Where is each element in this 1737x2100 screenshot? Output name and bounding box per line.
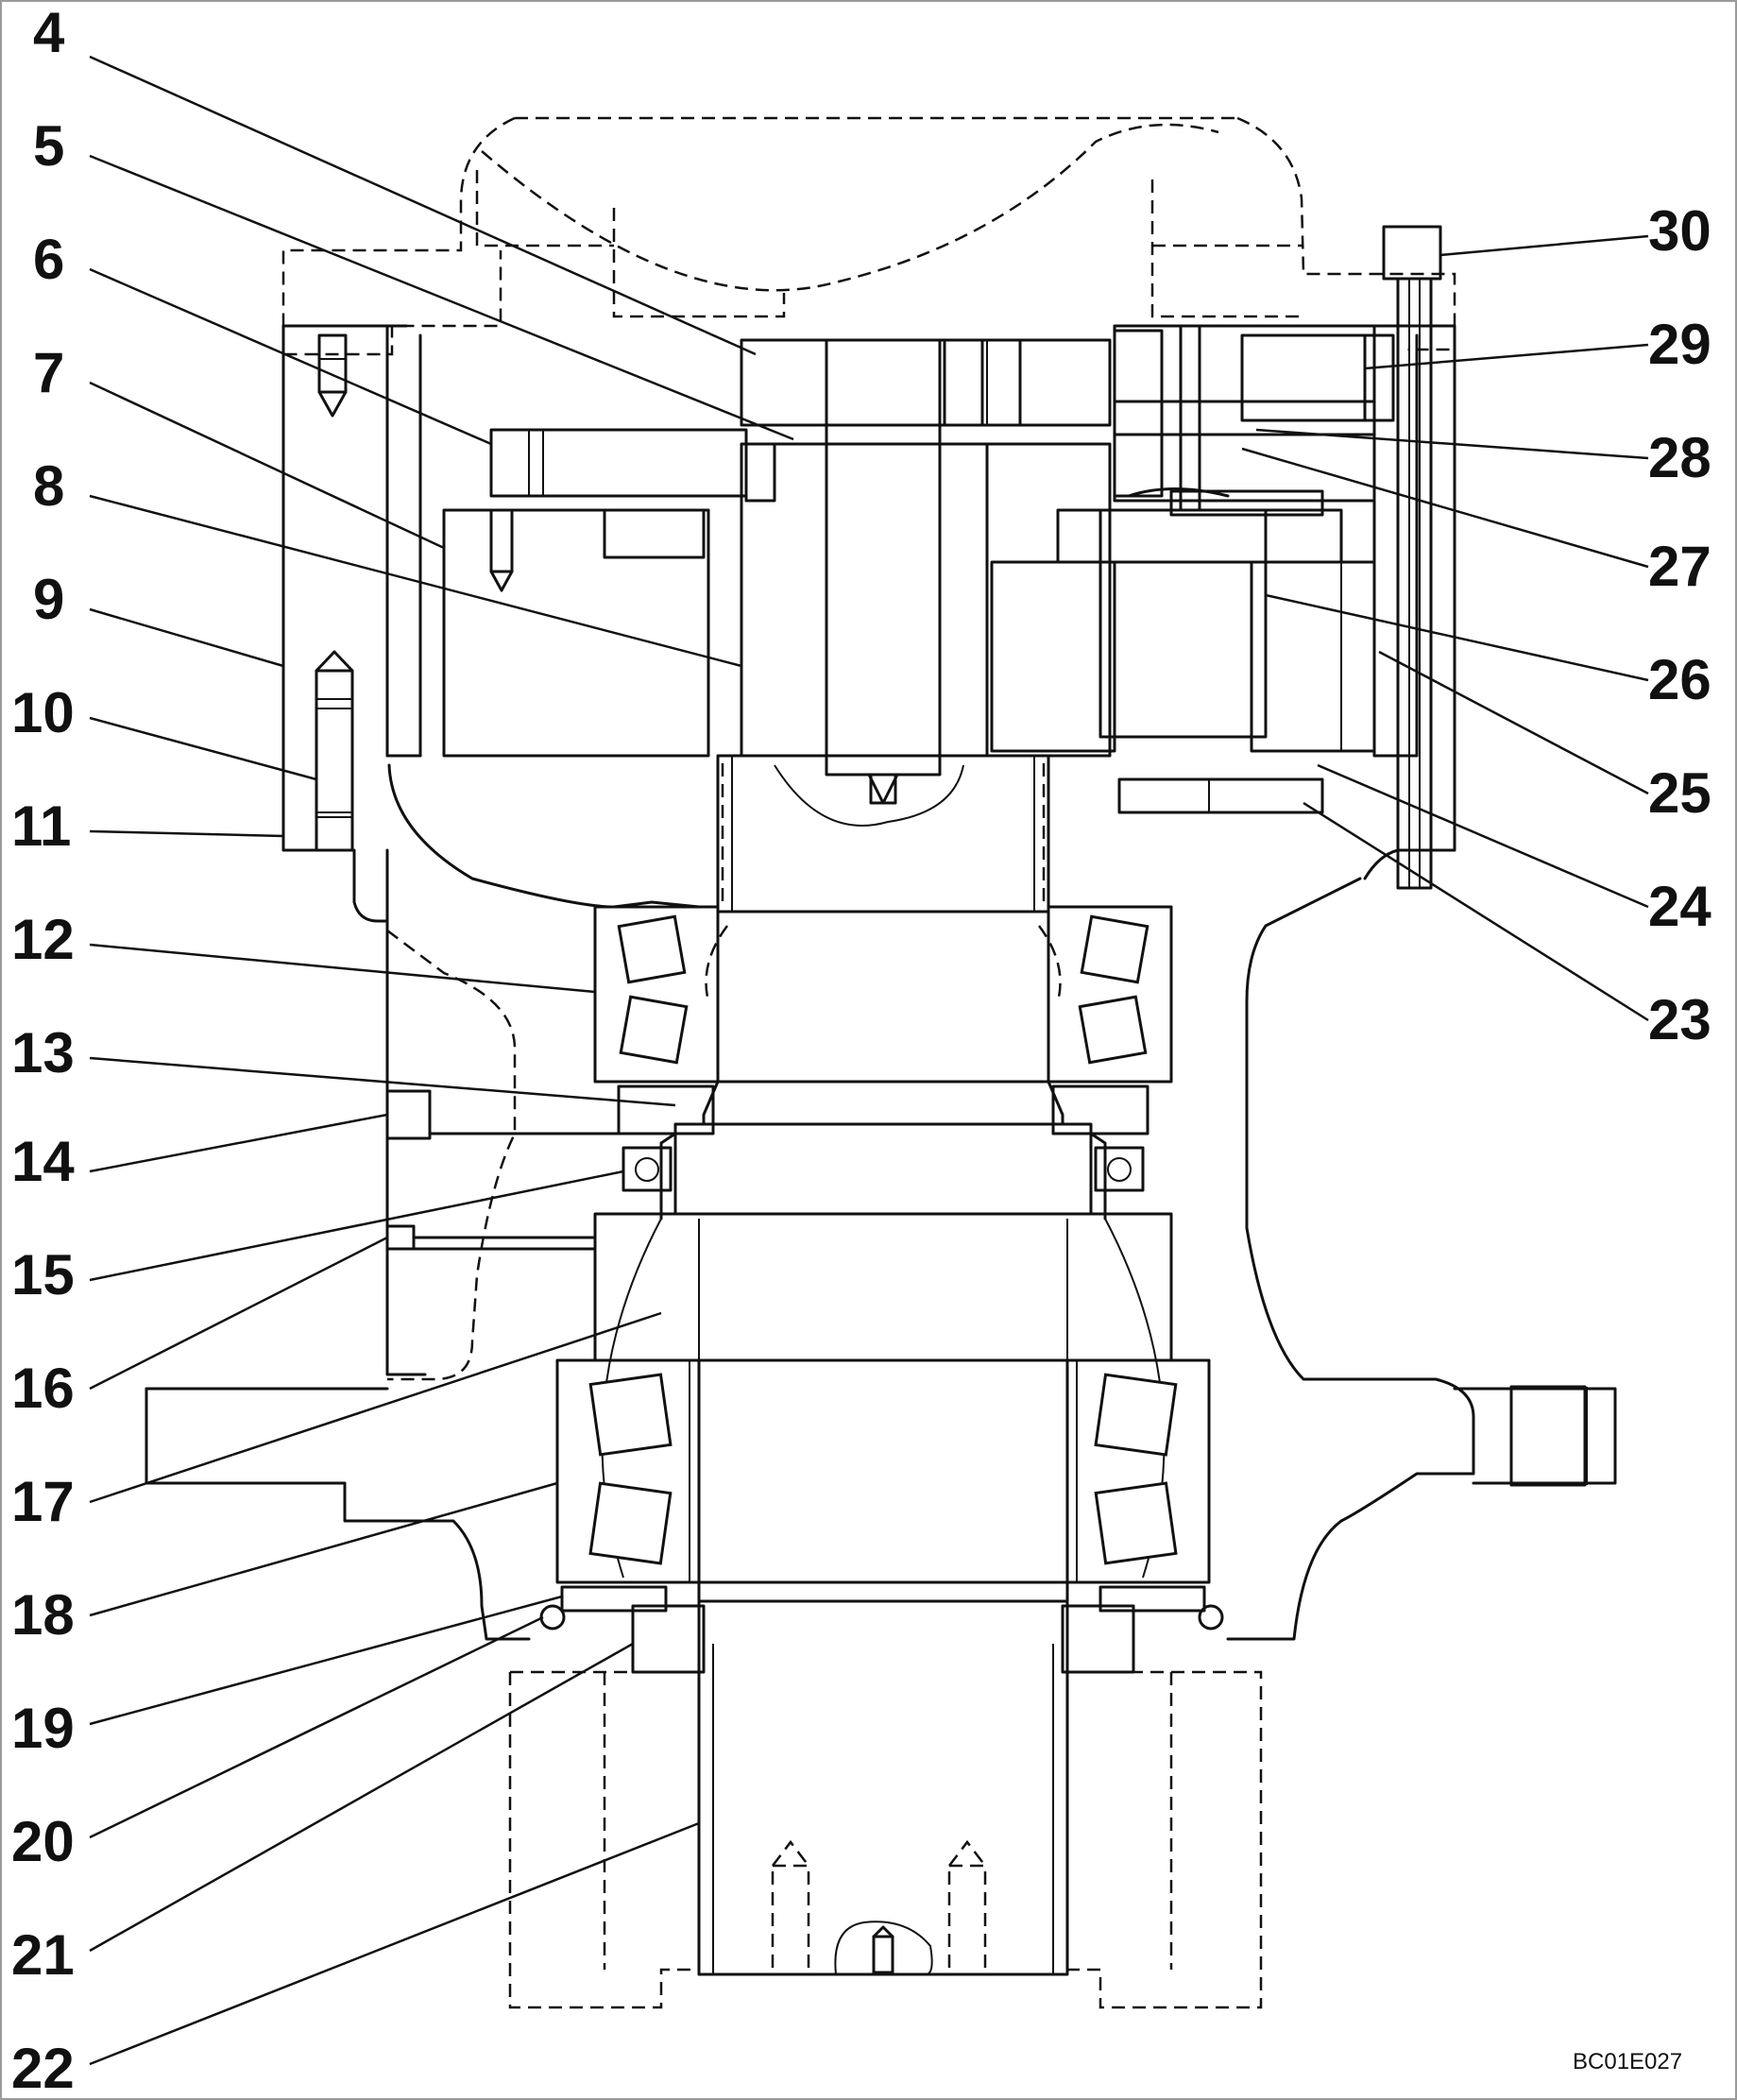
callout-20: 20 <box>11 1810 75 1873</box>
callout-23: 23 <box>1648 988 1711 1051</box>
callout-15: 15 <box>11 1243 75 1306</box>
planet-gear-assembly <box>442 324 1395 814</box>
callout-6: 6 <box>33 228 64 291</box>
callout-16: 16 <box>11 1357 75 1420</box>
central-shaft <box>716 423 1050 913</box>
housing-pins <box>315 333 514 852</box>
inner-dashed-outline <box>386 930 517 1381</box>
pinion-shaft <box>508 1599 1263 2009</box>
callout-7: 7 <box>33 341 64 404</box>
callout-30: 30 <box>1648 199 1711 263</box>
callout-13: 13 <box>11 1021 75 1084</box>
upper-bearing <box>593 905 1173 1126</box>
callout-21: 21 <box>11 1923 75 1987</box>
leader-lines-right <box>1241 234 1649 1022</box>
leader-lines-left <box>89 55 794 2066</box>
callout-19: 19 <box>11 1697 75 1760</box>
gear-case <box>145 324 1617 1641</box>
callouts-right: 23 24 25 26 27 28 29 30 <box>1648 199 1711 1051</box>
callout-8: 8 <box>33 454 64 518</box>
figure-reference-code: BC01E027 <box>1573 2049 1682 2074</box>
callout-12: 12 <box>11 908 75 971</box>
seal-region <box>385 1084 1173 1362</box>
callout-18: 18 <box>11 1583 75 1647</box>
cap-bolt <box>1382 225 1442 890</box>
callout-11: 11 <box>11 794 71 858</box>
callout-9: 9 <box>33 568 64 631</box>
callout-14: 14 <box>11 1130 75 1193</box>
callouts-left: 4 5 6 7 8 9 10 11 12 13 14 15 16 17 18 1… <box>11 1 75 2100</box>
callout-4: 4 <box>33 1 65 64</box>
callout-28: 28 <box>1648 426 1711 489</box>
lower-bearing <box>539 1218 1224 1630</box>
callout-25: 25 <box>1648 761 1711 825</box>
callout-26: 26 <box>1648 648 1711 711</box>
callout-29: 29 <box>1648 313 1711 376</box>
callout-27: 27 <box>1648 535 1711 598</box>
callout-5: 5 <box>33 114 64 178</box>
callout-17: 17 <box>11 1470 75 1533</box>
motor-housing-outline <box>281 116 1456 356</box>
callout-10: 10 <box>11 681 75 744</box>
callout-22: 22 <box>11 2037 75 2100</box>
callout-24: 24 <box>1648 875 1711 938</box>
